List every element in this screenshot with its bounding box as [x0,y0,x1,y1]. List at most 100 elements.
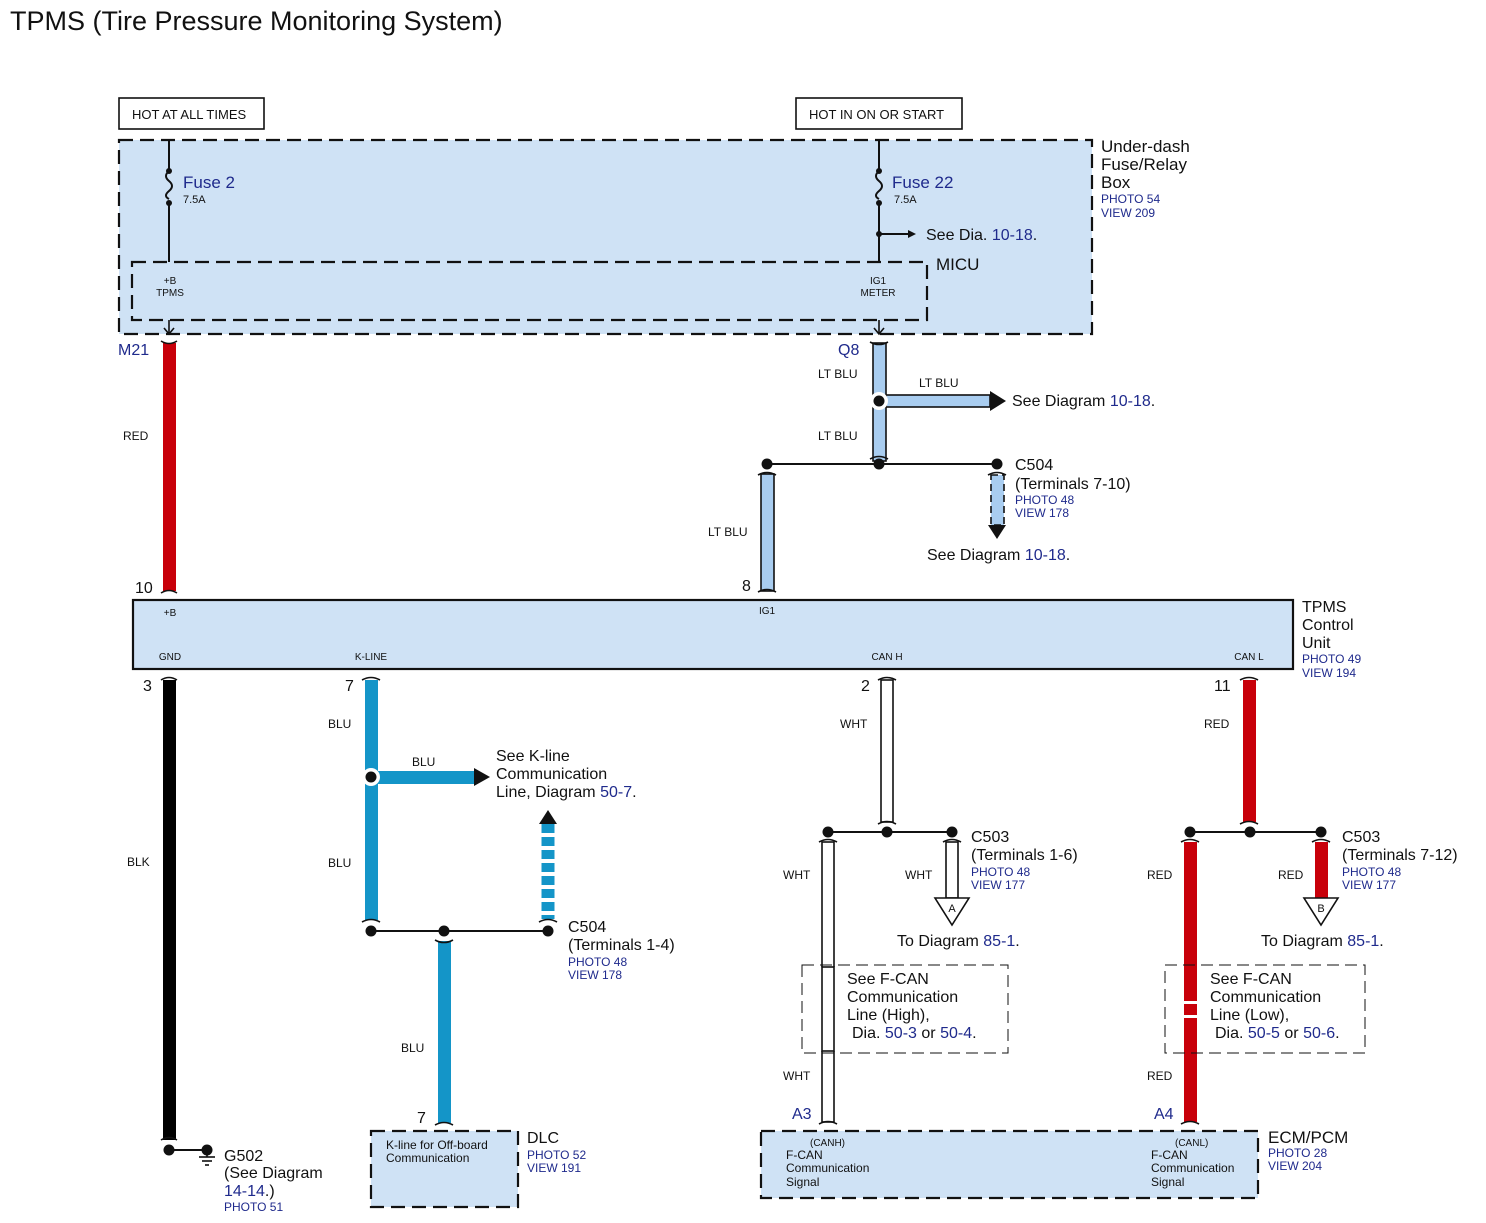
fcan-high-4: Dia. 50-3 or 50-4. [852,1025,977,1042]
c504-top-name: C504 [1015,457,1053,474]
c504-top-view-link[interactable]: VIEW 178 [1015,506,1069,520]
fuse-22-label[interactable]: Fuse 22 [892,173,953,192]
fcan-low-1: See F-CAN [1210,971,1292,988]
wire-color-blu-1: BLU [328,717,351,731]
c504-bottom-view-link[interactable]: VIEW 178 [568,968,622,982]
wire-blu-c504-dashed[interactable] [538,810,561,923]
fcan-low-3: Line (Low), [1210,1007,1289,1024]
diagram-50-6-link[interactable]: 50-6 [1303,1025,1335,1042]
wire-blk-gnd[interactable] [160,676,178,1141]
wire-red-to-c503[interactable] [1311,838,1331,899]
pin-2: 2 [861,678,870,695]
wire-lt-blu-ig1[interactable] [757,471,777,593]
diagram-10-18-link-b[interactable]: 10-18 [1025,547,1066,564]
micu-box[interactable] [130,260,929,322]
tpms-unit-photo-link[interactable]: PHOTO 49 [1302,652,1361,666]
wire-wht-to-c503[interactable] [942,838,962,899]
pin-7-k-line: 7 [345,678,354,695]
wire-color-red-2: RED [1204,717,1230,731]
ecm-canh-sig-2: Communication [786,1161,869,1175]
ecm-view-link[interactable]: VIEW 204 [1268,1159,1322,1173]
dlc-photo-link[interactable]: PHOTO 52 [527,1148,586,1162]
tpms-control-unit[interactable] [131,598,1295,671]
ecm-canh-sig-3: Signal [786,1175,819,1189]
fcan-low-4: Dia. 50-5 or 50-6. [1215,1025,1340,1042]
g502-photo-link[interactable]: PHOTO 51 [224,1200,283,1214]
ecm-photo-link[interactable]: PHOTO 28 [1268,1146,1327,1160]
dia-10-18-link[interactable]: 10-18 [992,227,1033,244]
fuse-2-icon [165,170,173,200]
wire-red-plus-b[interactable] [160,340,178,594]
pin-10: 10 [135,580,153,597]
under-dash-fuse-relay-box[interactable] [117,138,1094,336]
tpms-unit-name: TPMS [1302,599,1346,616]
ecm-canl-sig-2: Communication [1151,1161,1234,1175]
pin-3: 3 [143,678,152,695]
diagram-title: TPMS (Tire Pressure Monitoring System) [10,6,503,36]
wire-color-blk: BLK [127,855,150,869]
wire-color-red: RED [123,429,149,443]
diagram-50-5-link[interactable]: 50-5 [1248,1025,1280,1042]
dlc-desc-1: K-line for Off-board [386,1138,488,1152]
wire-blu-dlc[interactable] [434,939,454,1126]
fcan-low-note-box [1164,964,1366,1054]
connector-b-marker[interactable]: B [1302,897,1340,927]
wire-blu-k-line-branch[interactable] [362,768,490,786]
see-diagram-10-18-b: See Diagram 10-18. [927,547,1070,564]
wire-blu-k-line[interactable] [361,676,381,923]
diagram-50-4-link[interactable]: 50-4 [940,1025,972,1042]
fuse-2-label[interactable]: Fuse 2 [183,173,235,192]
dlc-view-link[interactable]: VIEW 191 [527,1161,581,1175]
kline-ref-3: Line, Diagram 50-7. [496,784,637,801]
fcan-high-3: Line (High), [847,1007,930,1024]
connector-q8[interactable]: Q8 [838,342,859,359]
wire-color-lt-blu-3: LT BLU [919,376,959,390]
fuse-box-view-link[interactable]: VIEW 209 [1101,206,1155,220]
dlc-pin-7: 7 [417,1110,426,1127]
arrow-right-icon [990,391,1006,411]
c503-high-view-link[interactable]: VIEW 177 [971,878,1025,892]
ecm-name: ECM/PCM [1268,1128,1348,1147]
wire-color-red-3: RED [1147,868,1173,882]
c503-low-view-link[interactable]: VIEW 177 [1342,878,1396,892]
diagram-50-3-link[interactable]: 50-3 [885,1025,917,1042]
tpms-unit-view-link[interactable]: VIEW 194 [1302,666,1356,680]
wire-color-wht-2: WHT [783,868,811,882]
c504-bottom-terminals: (Terminals 1-4) [568,937,675,954]
ground-icon [199,1150,215,1166]
kline-ref-2: Communication [496,766,607,783]
ecm-canh-sig-1: F-CAN [786,1148,823,1162]
c504-bottom-photo-link[interactable]: PHOTO 48 [568,955,627,969]
connector-a3[interactable]: A3 [792,1106,812,1123]
diagram-10-18-link-a[interactable]: 10-18 [1110,393,1151,410]
wire-wht-can-h[interactable] [877,676,897,825]
diagram-50-7-link[interactable]: 50-7 [600,784,632,801]
c504-bottom-name: C504 [568,919,606,936]
fuse-box-photo-link[interactable]: PHOTO 54 [1101,192,1160,206]
diagram-85-1-link-b[interactable]: 85-1 [1347,933,1379,950]
wire-red-can-l[interactable] [1239,676,1259,825]
c504-top-photo-link[interactable]: PHOTO 48 [1015,493,1074,507]
connector-m21[interactable]: M21 [118,342,149,359]
tpms-terminal-can-l: CAN L [1234,652,1264,663]
wire-color-wht-3: WHT [783,1069,811,1083]
wire-color-red-4: RED [1147,1069,1173,1083]
ecm-canl-sig-3: Signal [1151,1175,1184,1189]
ecm-pcm-box[interactable] [759,1129,1260,1200]
fuse-box-name-2: Fuse/Relay [1101,155,1187,174]
micu-terminal-tpms: TPMS [156,288,184,299]
dlc-box[interactable] [369,1129,520,1209]
wire-lt-blu-branch[interactable] [870,391,1006,411]
connector-a4[interactable]: A4 [1154,1106,1174,1123]
micu-terminal-plus-b: +B [164,276,177,287]
c503-high-photo-link[interactable]: PHOTO 48 [971,865,1030,879]
diagram-85-1-link-a[interactable]: 85-1 [983,933,1015,950]
wire-lt-blu-c504-dashed[interactable] [987,471,1007,540]
connector-a-marker[interactable]: A [933,897,971,927]
hot-in-on-or-start-label: HOT IN ON OR START [795,97,963,130]
diagram-14-14-link[interactable]: 14-14 [224,1183,265,1200]
c503-low-photo-link[interactable]: PHOTO 48 [1342,865,1401,879]
wire-color-wht-1: WHT [840,717,868,731]
tpms-terminal-ig1: IG1 [759,606,776,617]
